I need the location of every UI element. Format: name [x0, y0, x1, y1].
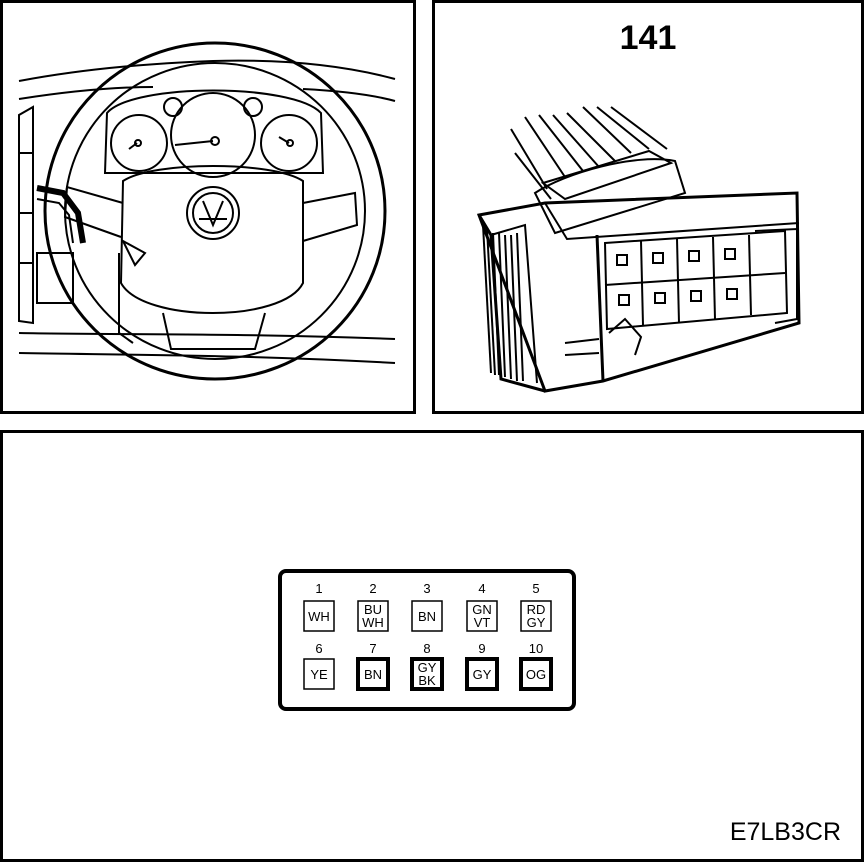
steering-wheel-illustration — [18, 41, 396, 381]
pin-box — [465, 657, 499, 691]
figure-code: E7LB3CR — [729, 818, 841, 846]
pin-box — [519, 657, 553, 691]
pin-number: 8 — [423, 641, 430, 656]
wire-color-code: BN — [418, 609, 436, 624]
pin-cavity-1: 1WH — [303, 581, 335, 632]
wire-color-code: BK — [418, 673, 436, 688]
pin-box — [411, 600, 443, 632]
wire-color-code: BU — [364, 602, 382, 617]
pin-cavity-9: 9GY — [465, 641, 499, 691]
pin-box — [466, 600, 498, 632]
wire-color-code: GY — [473, 667, 492, 682]
wire-color-code: OG — [526, 667, 546, 682]
pin-cavity-7: 7BN — [356, 641, 390, 691]
pin-number: 2 — [369, 581, 376, 596]
wire-color-code: WH — [362, 615, 384, 630]
pin-cavity-6: 6YE — [303, 641, 335, 690]
connector-illustration — [476, 106, 801, 393]
pin-box — [410, 657, 444, 691]
pin-number: 7 — [369, 641, 376, 656]
wire-color-code: YE — [310, 667, 328, 682]
connector-panel: 141 — [432, 0, 864, 414]
pin-cavity-3: 3BN — [411, 581, 443, 632]
wire-color-code: GN — [472, 602, 492, 617]
pin-box — [520, 600, 552, 632]
pin-number: 1 — [315, 581, 322, 596]
pin-number: 5 — [532, 581, 539, 596]
wire-color-code: GY — [418, 660, 437, 675]
pin-box — [356, 657, 390, 691]
wire-color-code: GY — [527, 615, 546, 630]
wire-color-code: VT — [474, 615, 491, 630]
pin-number: 10 — [529, 641, 543, 656]
wire-color-code: WH — [308, 609, 330, 624]
connector-number: 141 — [619, 19, 677, 57]
wire-color-code: RD — [527, 602, 546, 617]
pin-box — [303, 600, 335, 632]
steering-wheel-panel — [0, 0, 416, 414]
pin-box — [357, 600, 389, 632]
connector-face-outline — [278, 569, 576, 711]
pin-number: 3 — [423, 581, 430, 596]
pin-box — [303, 658, 335, 690]
pin-number: 9 — [478, 641, 485, 656]
pin-number: 6 — [315, 641, 322, 656]
pin-number: 4 — [478, 581, 485, 596]
wire-color-code: BN — [364, 667, 382, 682]
